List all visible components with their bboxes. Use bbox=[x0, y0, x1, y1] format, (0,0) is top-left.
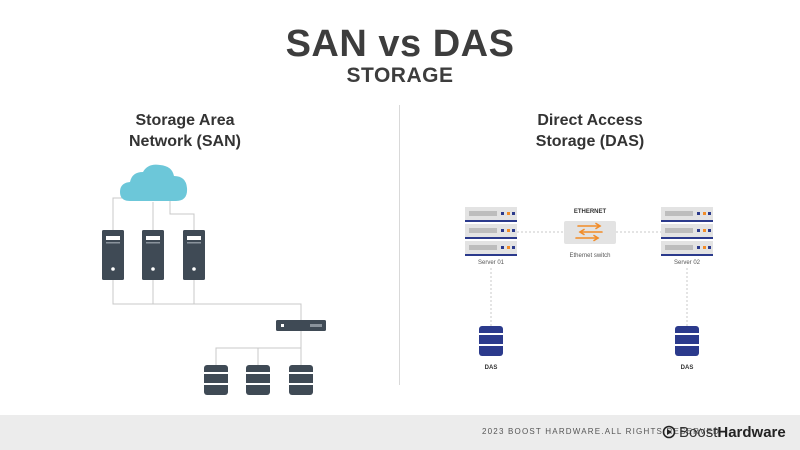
san-storage-2-icon bbox=[246, 365, 270, 395]
san-server-1-icon bbox=[102, 230, 124, 280]
das-server-2-icon bbox=[661, 207, 713, 256]
das-heading: Direct Access Storage (DAS) bbox=[440, 110, 740, 152]
logo-boost-text: Boost bbox=[679, 423, 718, 441]
das-heading-line1: Direct Access bbox=[537, 112, 643, 129]
das-storage-2-icon bbox=[675, 326, 699, 356]
page-title: SAN vs DAS bbox=[285, 23, 515, 65]
das-1-label: DAS bbox=[485, 365, 498, 371]
page-subtitle: STORAGE bbox=[346, 64, 454, 87]
san-storage-3-icon bbox=[289, 365, 313, 395]
san-server-2-icon bbox=[142, 230, 164, 280]
san-heading-line2: Network (SAN) bbox=[128, 133, 241, 150]
server-02-label: Server 02 bbox=[674, 260, 701, 266]
san-switch-icon bbox=[276, 320, 326, 331]
das-heading-line2: Storage (DAS) bbox=[535, 133, 645, 150]
das-connection-lines bbox=[490, 231, 688, 326]
das-server-1-icon bbox=[465, 207, 517, 256]
san-diagram bbox=[102, 164, 326, 395]
footer-copyright: 2023 BOOST HARDWARE.ALL RIGHTS RESERVED bbox=[482, 427, 720, 436]
ethernet-switch-label: Ethernet switch bbox=[569, 253, 610, 259]
san-heading-line1: Storage Area bbox=[135, 112, 235, 129]
boost-logo-icon bbox=[662, 425, 676, 439]
das-diagram: ETHERNET Ethernet switch Server 01 Serve… bbox=[465, 207, 713, 371]
san-server-3-icon bbox=[183, 230, 205, 280]
cloud-icon bbox=[120, 164, 188, 201]
san-heading: Storage Area Network (SAN) bbox=[35, 110, 335, 152]
san-connection-lines bbox=[112, 197, 302, 365]
das-storage-1-icon bbox=[479, 326, 503, 356]
footer: 2023 BOOST HARDWARE.ALL RIGHTS RESERVED … bbox=[0, 415, 800, 450]
panel-divider bbox=[399, 105, 400, 385]
logo-hardware-text: Hardware bbox=[717, 423, 786, 441]
ethernet-switch-icon bbox=[564, 221, 616, 244]
ethernet-label: ETHERNET bbox=[574, 209, 607, 215]
server-01-label: Server 01 bbox=[478, 260, 505, 266]
san-storage-1-icon bbox=[204, 365, 228, 395]
das-2-label: DAS bbox=[681, 365, 694, 371]
